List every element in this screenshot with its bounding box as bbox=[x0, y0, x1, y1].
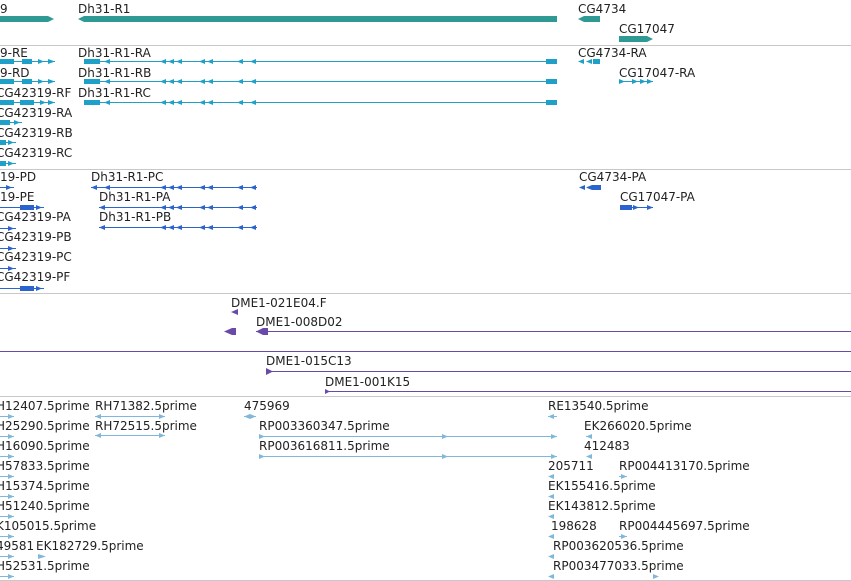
gene-cg4734-glyph bbox=[578, 16, 600, 22]
est-label[interactable]: RH71382.5prime bbox=[95, 399, 197, 413]
protein-label[interactable]: CG42319-PA bbox=[0, 210, 71, 224]
gene-dh31-r1-glyph bbox=[78, 16, 557, 22]
protein-label[interactable]: Dh31-R1-PC bbox=[91, 170, 164, 184]
track-divider bbox=[0, 396, 851, 397]
est-label[interactable]: RP004445697.5prime bbox=[619, 519, 750, 533]
gene-label[interactable]: 9 bbox=[0, 2, 8, 16]
est-label[interactable]: RP003477033.5prime bbox=[553, 559, 684, 573]
est-label[interactable]: 49581 bbox=[0, 539, 35, 553]
gene-cg17047-glyph bbox=[619, 36, 653, 42]
transcript-label[interactable]: 9-RD bbox=[0, 66, 30, 80]
transcript-label[interactable]: Dh31-R1-RA bbox=[78, 46, 151, 60]
est-track: H12407.5prime RH71382.5prime 475969 RE13… bbox=[0, 397, 851, 581]
est-label[interactable]: RP003360347.5prime bbox=[259, 419, 390, 433]
est-label[interactable]: EK143812.5prime bbox=[548, 499, 656, 513]
transcript-label[interactable]: CG42319-RB bbox=[0, 126, 73, 140]
est-label[interactable]: H51240.5prime bbox=[0, 499, 90, 513]
clone-glyphs[interactable] bbox=[0, 294, 851, 396]
protein-label[interactable]: 19-PE bbox=[0, 190, 35, 204]
protein-glyphs[interactable] bbox=[0, 170, 851, 293]
gene-label[interactable]: Dh31-R1 bbox=[78, 2, 131, 16]
transcript-label[interactable]: Dh31-R1-RC bbox=[78, 86, 151, 100]
protein-label[interactable]: CG17047-PA bbox=[620, 190, 695, 204]
est-label[interactable]: RH72515.5prime bbox=[95, 419, 197, 433]
est-label[interactable]: 412483 bbox=[584, 439, 630, 453]
clone-label[interactable]: DME1-015C13 bbox=[266, 354, 352, 368]
est-label[interactable]: EK155416.5prime bbox=[548, 479, 656, 493]
gene-label[interactable]: CG17047 bbox=[619, 22, 675, 36]
gene-track: 9 Dh31-R1 CG4734 CG17047 bbox=[0, 0, 851, 45]
est-label[interactable]: EK266020.5prime bbox=[584, 419, 692, 433]
gene-9-glyph bbox=[0, 16, 54, 22]
transcript-label[interactable]: CG42319-RA bbox=[0, 106, 73, 120]
protein-label[interactable]: Dh31-R1-PA bbox=[99, 190, 171, 204]
est-label[interactable]: 475969 bbox=[244, 399, 290, 413]
protein-label[interactable]: Dh31-R1-PB bbox=[99, 210, 172, 224]
clone-label[interactable]: DME1-001K15 bbox=[325, 375, 411, 389]
transcript-label[interactable]: Dh31-R1-RB bbox=[78, 66, 152, 80]
est-label[interactable]: EK182729.5prime bbox=[36, 539, 144, 553]
clone-label[interactable]: DME1-008D02 bbox=[256, 315, 343, 329]
est-label[interactable]: 205711 bbox=[548, 459, 594, 473]
est-label[interactable]: H52531.5prime bbox=[0, 559, 90, 573]
transcript-label[interactable]: CG42319-RF bbox=[0, 86, 72, 100]
est-label[interactable]: H12407.5prime bbox=[0, 399, 90, 413]
transcript-track: 9-RE Dh31-R1-RA CG4734-RA 9-RD Dh31-R1-R… bbox=[0, 46, 851, 169]
est-label[interactable]: RP003616811.5prime bbox=[259, 439, 390, 453]
est-label[interactable]: H16090.5prime bbox=[0, 439, 90, 453]
est-label[interactable]: K105015.5prime bbox=[0, 519, 97, 533]
track-divider bbox=[0, 169, 851, 170]
est-label[interactable]: RE13540.5prime bbox=[548, 399, 649, 413]
est-label[interactable]: RP003620536.5prime bbox=[553, 539, 684, 553]
gene-label[interactable]: CG4734 bbox=[578, 2, 627, 16]
est-label[interactable]: H25290.5prime bbox=[0, 419, 90, 433]
protein-track: 19-PD Dh31-R1-PC CG4734-PA 19-PE Dh31-R1… bbox=[0, 170, 851, 293]
protein-label[interactable]: CG42319-PF bbox=[0, 270, 71, 284]
est-label[interactable]: H57833.5prime bbox=[0, 459, 90, 473]
transcript-glyphs[interactable] bbox=[0, 46, 851, 169]
protein-label[interactable]: CG42319-PB bbox=[0, 230, 72, 244]
est-label[interactable]: H15374.5prime bbox=[0, 479, 90, 493]
transcript-label[interactable]: CG17047-RA bbox=[619, 66, 696, 80]
protein-label[interactable]: 19-PD bbox=[0, 170, 37, 184]
gene-glyphs[interactable] bbox=[0, 0, 851, 45]
transcript-label[interactable]: 9-RE bbox=[0, 46, 28, 60]
transcript-label[interactable]: CG4734-RA bbox=[578, 46, 647, 60]
protein-label[interactable]: CG4734-PA bbox=[579, 170, 647, 184]
est-glyphs[interactable] bbox=[0, 397, 851, 581]
transcript-label[interactable]: CG42319-RC bbox=[0, 146, 73, 160]
clone-track: DME1-021E04.F DME1-008D02 DME1-015C13 DM… bbox=[0, 294, 851, 396]
track-divider bbox=[0, 293, 851, 294]
est-label[interactable]: RP004413170.5prime bbox=[619, 459, 750, 473]
est-label[interactable]: 198628 bbox=[551, 519, 597, 533]
protein-label[interactable]: CG42319-PC bbox=[0, 250, 72, 264]
track-divider bbox=[0, 45, 851, 46]
clone-label[interactable]: DME1-021E04.F bbox=[231, 296, 327, 310]
